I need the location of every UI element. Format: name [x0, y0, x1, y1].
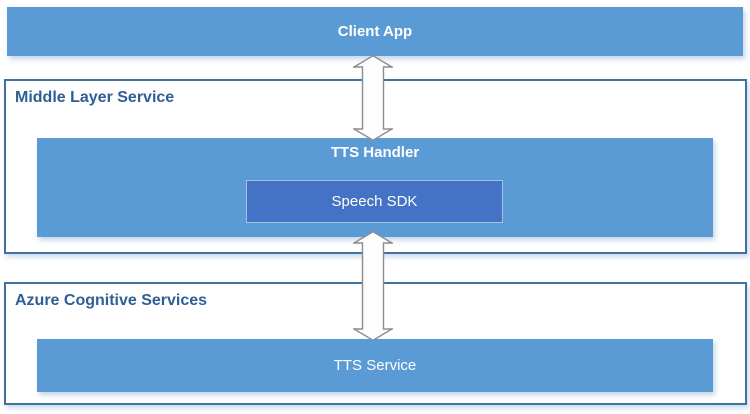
speech-sdk-label: Speech SDK [331, 193, 418, 210]
client-app-label: Client App [337, 23, 413, 40]
sdk-to-service-bidirectional-arrow-icon [353, 231, 393, 341]
client-app-box: Client App [7, 7, 743, 56]
client-to-handler-bidirectional-arrow-icon [353, 55, 393, 141]
middle-layer-service-label: Middle Layer Service [15, 89, 175, 106]
tts-service-label: TTS Service [333, 357, 417, 374]
azure-cognitive-services-container: Azure Cognitive Services TTS Service [4, 282, 747, 405]
tts-handler-label: TTS Handler [330, 144, 420, 161]
speech-sdk-box: Speech SDK [246, 180, 503, 223]
tts-service-box: TTS Service [37, 339, 713, 392]
tts-handler-box: TTS Handler Speech SDK [37, 138, 713, 237]
azure-cognitive-services-label: Azure Cognitive Services [15, 292, 208, 309]
